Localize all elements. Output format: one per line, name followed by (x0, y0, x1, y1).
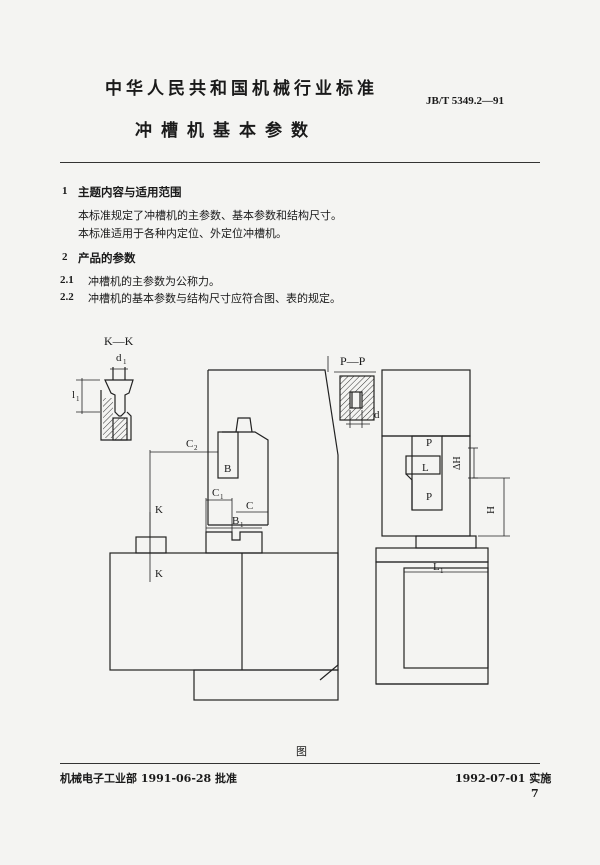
label-c1-sub: 1 (220, 493, 224, 501)
label-pp: P—P (340, 354, 366, 368)
footer-rule (60, 763, 540, 764)
label-l1: l (72, 389, 75, 401)
clause-2-1-text: 冲槽机的主参数为公称力。 (88, 275, 220, 288)
section-1-paragraph-1: 本标准规定了冲槽机的主参数、基本参数和结构尺寸。 (78, 209, 342, 222)
clause-2-2-number: 2.2 (60, 291, 74, 303)
label-c1: C (212, 487, 219, 499)
label-b1: B (232, 515, 239, 527)
page-number: 7 (531, 787, 539, 800)
label-c2-sub: 2 (194, 444, 198, 452)
standard-code: JB/T 5349.2—91 (426, 95, 505, 107)
header-rule (60, 162, 540, 163)
label-d1: d (116, 352, 122, 364)
label-c: C (246, 500, 253, 512)
label-k-top: K (155, 504, 163, 516)
implementation-date: 1992-07-01 实施 (455, 772, 552, 785)
label-l: L (422, 462, 429, 474)
label-d: d (374, 409, 380, 421)
front-view (109, 369, 339, 701)
figure-caption: 图 (296, 745, 307, 758)
section-1-heading: 主题内容与适用范围 (78, 185, 182, 199)
kk-section-detail (76, 367, 134, 441)
section-2-heading: 产品的参数 (78, 251, 136, 265)
label-h: H (485, 506, 497, 514)
section-2-number: 2 (62, 251, 68, 263)
label-b1-sub: 1 (240, 521, 244, 529)
label-b: B (224, 463, 231, 475)
label-kk: K—K (104, 334, 134, 348)
standard-title: 中华人民共和国机械行业标准 (105, 79, 378, 99)
document-title: 冲槽机基本参数 (135, 121, 317, 141)
section-1-number: 1 (62, 185, 68, 197)
label-l1-sub: 1 (76, 395, 80, 403)
label-c2: C (186, 438, 193, 450)
clause-2-2-text: 冲槽机的基本参数与结构尺寸应符合图、表的规定。 (88, 292, 341, 305)
label-l1-big-sub: 1 (440, 567, 444, 575)
label-l1-big: L (433, 561, 440, 573)
approval-note: 机械电子工业部 1991-06-28 批准 (60, 772, 238, 785)
label-p-bottom: P (426, 491, 432, 503)
side-view (375, 369, 510, 685)
label-p-top: P (426, 437, 432, 449)
clause-2-1-number: 2.1 (60, 274, 74, 286)
section-1-paragraph-2: 本标准适用于各种内定位、外定位冲槽机。 (78, 227, 287, 240)
label-delta-h: ΔH (452, 456, 463, 470)
label-d1-sub: 1 (123, 358, 127, 366)
pp-section-detail (327, 356, 376, 428)
label-k-bottom: K (155, 568, 163, 580)
